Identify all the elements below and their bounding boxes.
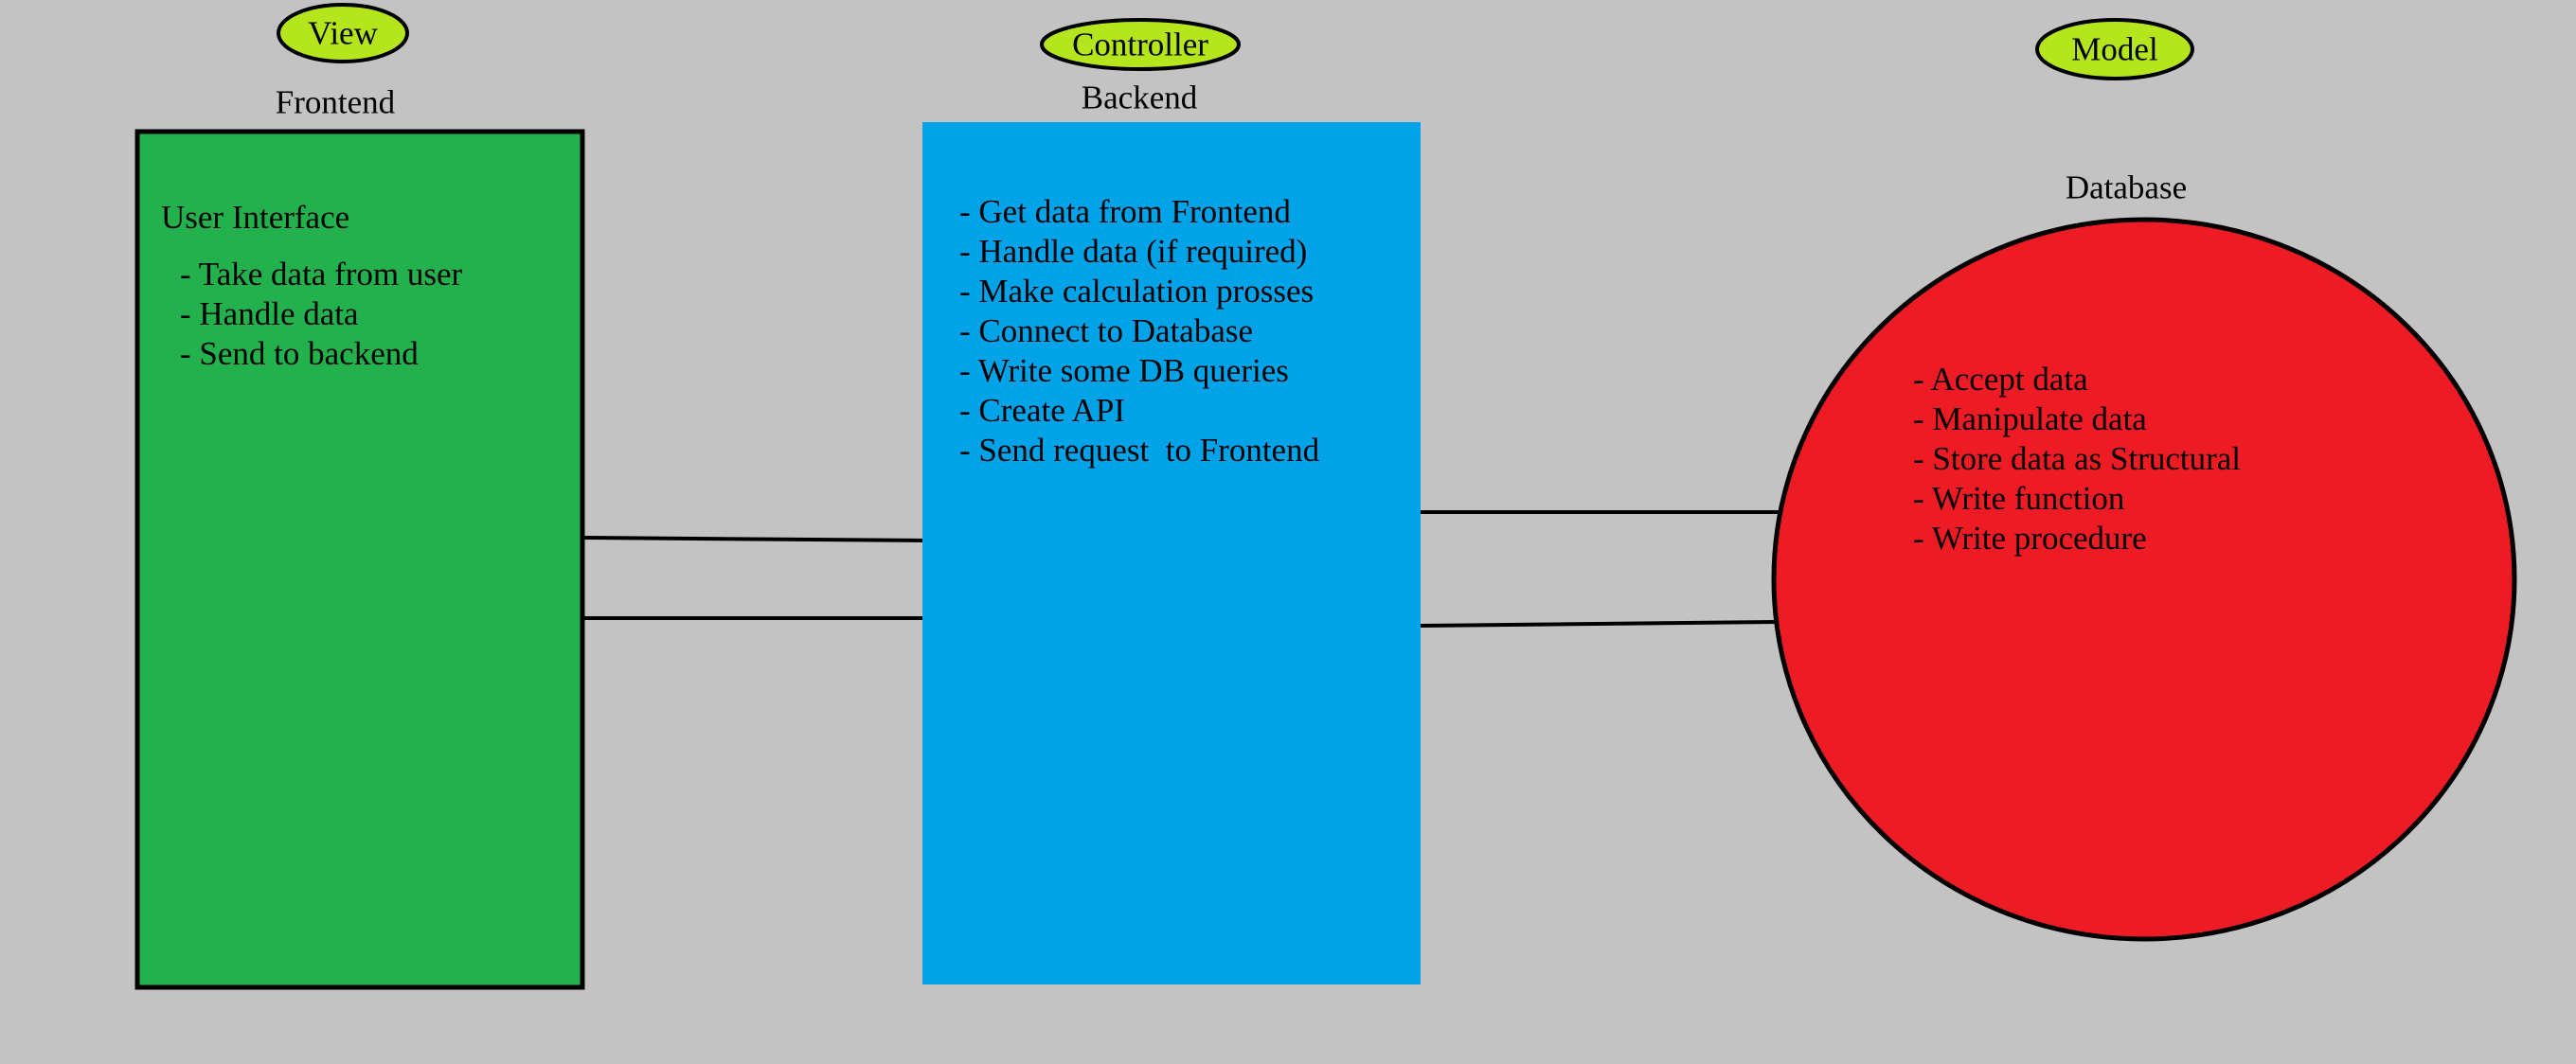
controller-item: - Create API <box>959 392 1125 429</box>
view-badge-shape <box>277 3 409 63</box>
model-badge-shape <box>2035 18 2194 80</box>
controller-item: - Make calculation prosses <box>959 273 1315 310</box>
view-item: - Take data from user <box>180 256 463 293</box>
model-item: - Accept data <box>1913 361 2088 398</box>
controller-badge-label: Controller <box>1072 26 1208 63</box>
view-item-list: - Take data from user - Handle data - Se… <box>180 255 462 374</box>
view-item: - Send to backend <box>180 335 419 372</box>
controller-item: - Connect to Database <box>959 312 1254 349</box>
controller-item-list: - Get data from Frontend - Handle data (… <box>959 192 1319 470</box>
view-box <box>134 129 585 990</box>
model-item-list: - Accept data - Manipulate data - Store … <box>1913 360 2241 559</box>
model-item: - Manipulate data <box>1913 400 2147 437</box>
model-item: - Store data as Structural <box>1913 440 2242 477</box>
model-item: - Write procedure <box>1913 520 2147 557</box>
controller-model-connector-bottom <box>1417 620 1778 628</box>
controller-badge-shape <box>1040 18 1241 71</box>
model-subtitle: Database <box>2065 168 2188 206</box>
model-circle <box>1771 217 2517 942</box>
controller-item: - Send request to Frontend <box>959 432 1320 469</box>
controller-item: - Write some DB queries <box>959 352 1289 389</box>
view-item: - Handle data <box>180 295 359 332</box>
view-badge-label: View <box>308 14 378 52</box>
controller-item: - Get data from Frontend <box>959 193 1291 230</box>
model-badge-label: Model <box>2071 30 2158 68</box>
view-subtitle: Frontend <box>275 83 396 121</box>
controller-box <box>922 122 1421 984</box>
model-item: - Write function <box>1913 480 2125 517</box>
controller-subtitle: Backend <box>1081 79 1198 116</box>
view-controller-connector-top <box>581 536 932 542</box>
controller-item: - Handle data (if required) <box>959 233 1308 270</box>
view-heading: User Interface <box>161 199 350 236</box>
